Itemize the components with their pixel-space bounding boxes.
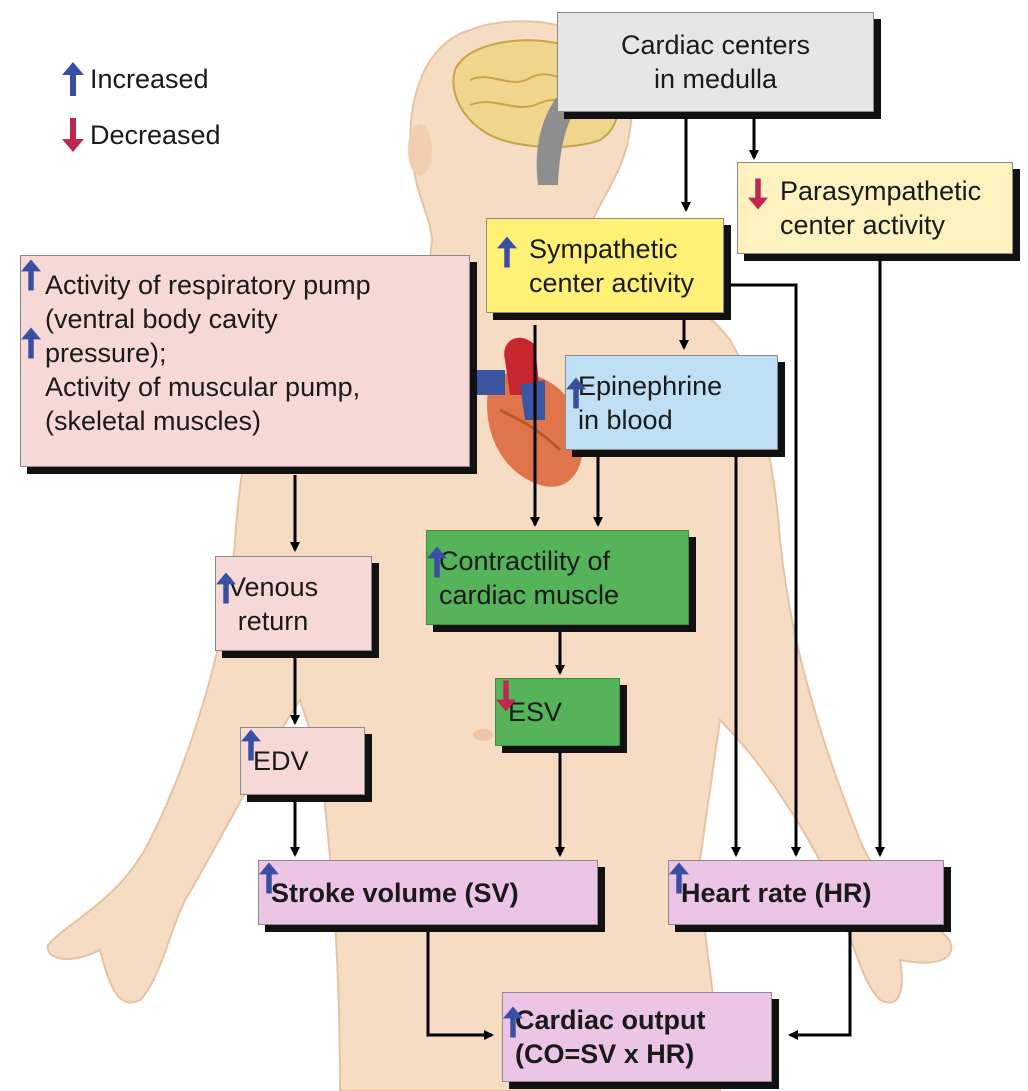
up-arrow-icon (566, 376, 586, 410)
epinephrine-line1: Epinephrine (578, 369, 722, 403)
down-arrow-icon (496, 679, 516, 713)
contractility-box: Contractility of cardiac muscle (426, 530, 689, 625)
contractility-line2: cardiac muscle (439, 578, 619, 612)
esv-label: ESV (508, 695, 562, 729)
venous-return-line1: Venous (228, 570, 318, 604)
legend-decreased: Decreased (62, 118, 221, 152)
cardiac-centers-box: Cardiac centers in medulla (557, 12, 874, 112)
parasympathetic-box: Parasympathetic center activity (737, 162, 1013, 254)
up-arrow-icon (427, 545, 447, 579)
stroke-volume-label: Stroke volume (SV) (271, 876, 519, 910)
parasympathetic-line1: Parasympathetic (780, 174, 981, 208)
up-arrow-icon (62, 62, 84, 96)
sympathetic-line1: Sympathetic (529, 232, 694, 266)
sympathetic-line2: center activity (529, 266, 694, 300)
pumps-line2: (ventral body cavity (45, 302, 371, 336)
down-arrow-icon (748, 177, 768, 211)
venous-return-line2: return (228, 604, 318, 638)
contractility-line1: Contractility of (439, 544, 619, 578)
heart-rate-label: Heart rate (HR) (681, 876, 872, 910)
legend-increased-label: Increased (90, 64, 209, 95)
pumps-line1: Activity of respiratory pump (45, 268, 371, 302)
venous-return-box: Venous return (215, 556, 372, 651)
epinephrine-box: Epinephrine in blood (565, 355, 778, 450)
epinephrine-line2: in blood (578, 403, 722, 437)
cardiac-output-line2: (CO=SV x HR) (515, 1037, 706, 1071)
up-arrow-icon (259, 861, 279, 895)
pumps-line4: Activity of muscular pump, (45, 370, 371, 404)
up-arrow-icon (216, 571, 236, 605)
esv-box: ESV (495, 678, 620, 746)
pumps-line5: (skeletal muscles) (45, 404, 371, 438)
down-arrow-icon (62, 118, 84, 152)
up-arrow-icon (21, 258, 41, 292)
heart-rate-box: Heart rate (HR) (668, 860, 944, 925)
legend-increased: Increased (62, 62, 209, 96)
up-arrow-icon (669, 861, 689, 895)
up-arrow-icon (241, 728, 261, 762)
cardiac-centers-line1: Cardiac centers (621, 28, 810, 62)
edv-box: EDV (240, 727, 365, 795)
stroke-volume-box: Stroke volume (SV) (258, 860, 598, 925)
pumps-line3: pressure); (45, 336, 371, 370)
sympathetic-box: Sympathetic center activity (486, 218, 724, 313)
parasympathetic-line2: center activity (780, 208, 981, 242)
up-arrow-icon (497, 235, 517, 269)
up-arrow-icon (503, 1005, 523, 1039)
cardiac-output-box: Cardiac output (CO=SV x HR) (502, 992, 772, 1082)
edv-label: EDV (253, 744, 309, 778)
legend-decreased-label: Decreased (90, 120, 221, 151)
pumps-box: Activity of respiratory pump (ventral bo… (20, 255, 470, 467)
up-arrow-icon (21, 326, 41, 360)
cardiac-centers-line2: in medulla (621, 62, 810, 96)
cardiac-output-line1: Cardiac output (515, 1003, 706, 1037)
